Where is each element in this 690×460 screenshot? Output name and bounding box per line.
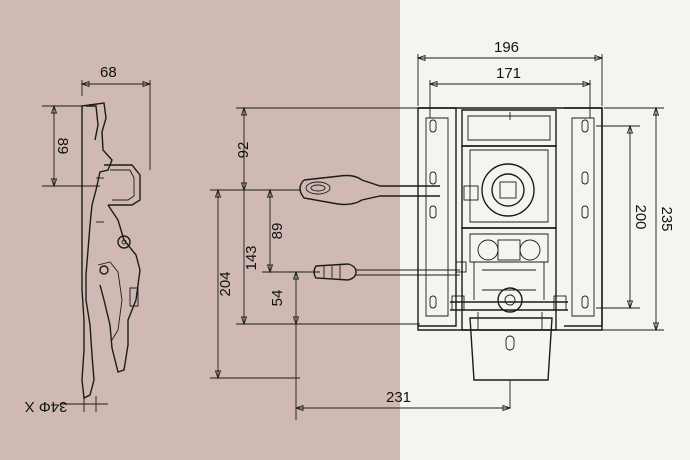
dim-54: 54	[269, 290, 286, 307]
dim-68: 68	[100, 64, 117, 81]
left-tinted-background	[0, 0, 400, 460]
dim-92: 92	[235, 142, 252, 159]
dim-171: 171	[496, 65, 521, 82]
plan-dimensions	[294, 54, 664, 412]
side-view	[42, 80, 152, 412]
dim-204: 204	[217, 271, 234, 296]
dim-235: 235	[658, 206, 675, 231]
dim-196: 196	[494, 39, 519, 56]
lower-lever	[313, 263, 460, 281]
dim-143: 143	[243, 245, 260, 270]
dim-89-side: 89	[54, 138, 71, 155]
lever-dimensions	[210, 106, 430, 420]
dimension-labels: 68 89 92 89 143 204 54 196 171 200 235 2…	[25, 39, 675, 415]
dim-34-diameter: 34Φ X	[25, 398, 68, 415]
dim-200: 200	[632, 204, 649, 229]
plan-view	[417, 107, 603, 408]
dim-231: 231	[386, 389, 411, 406]
dim-89-lever: 89	[269, 223, 286, 240]
upper-lever	[299, 174, 440, 206]
